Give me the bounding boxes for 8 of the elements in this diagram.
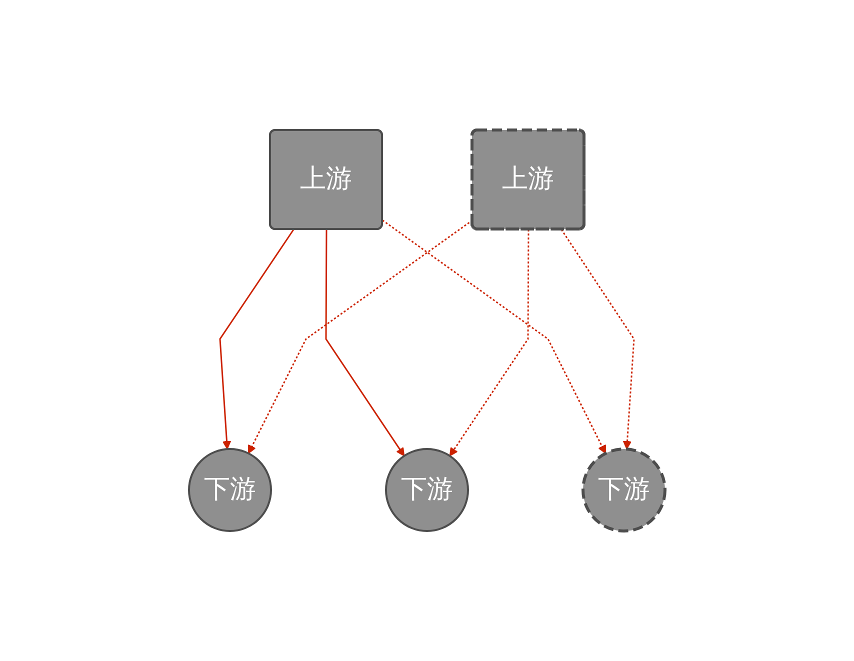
arrow	[560, 229, 635, 450]
arrow	[219, 229, 294, 450]
node-circle: 下游	[188, 448, 272, 532]
arrow	[449, 230, 530, 456]
arrow	[382, 220, 606, 454]
node-circle: 下游	[385, 448, 469, 532]
arrow	[325, 230, 405, 456]
node-circle: 下游	[582, 448, 666, 532]
